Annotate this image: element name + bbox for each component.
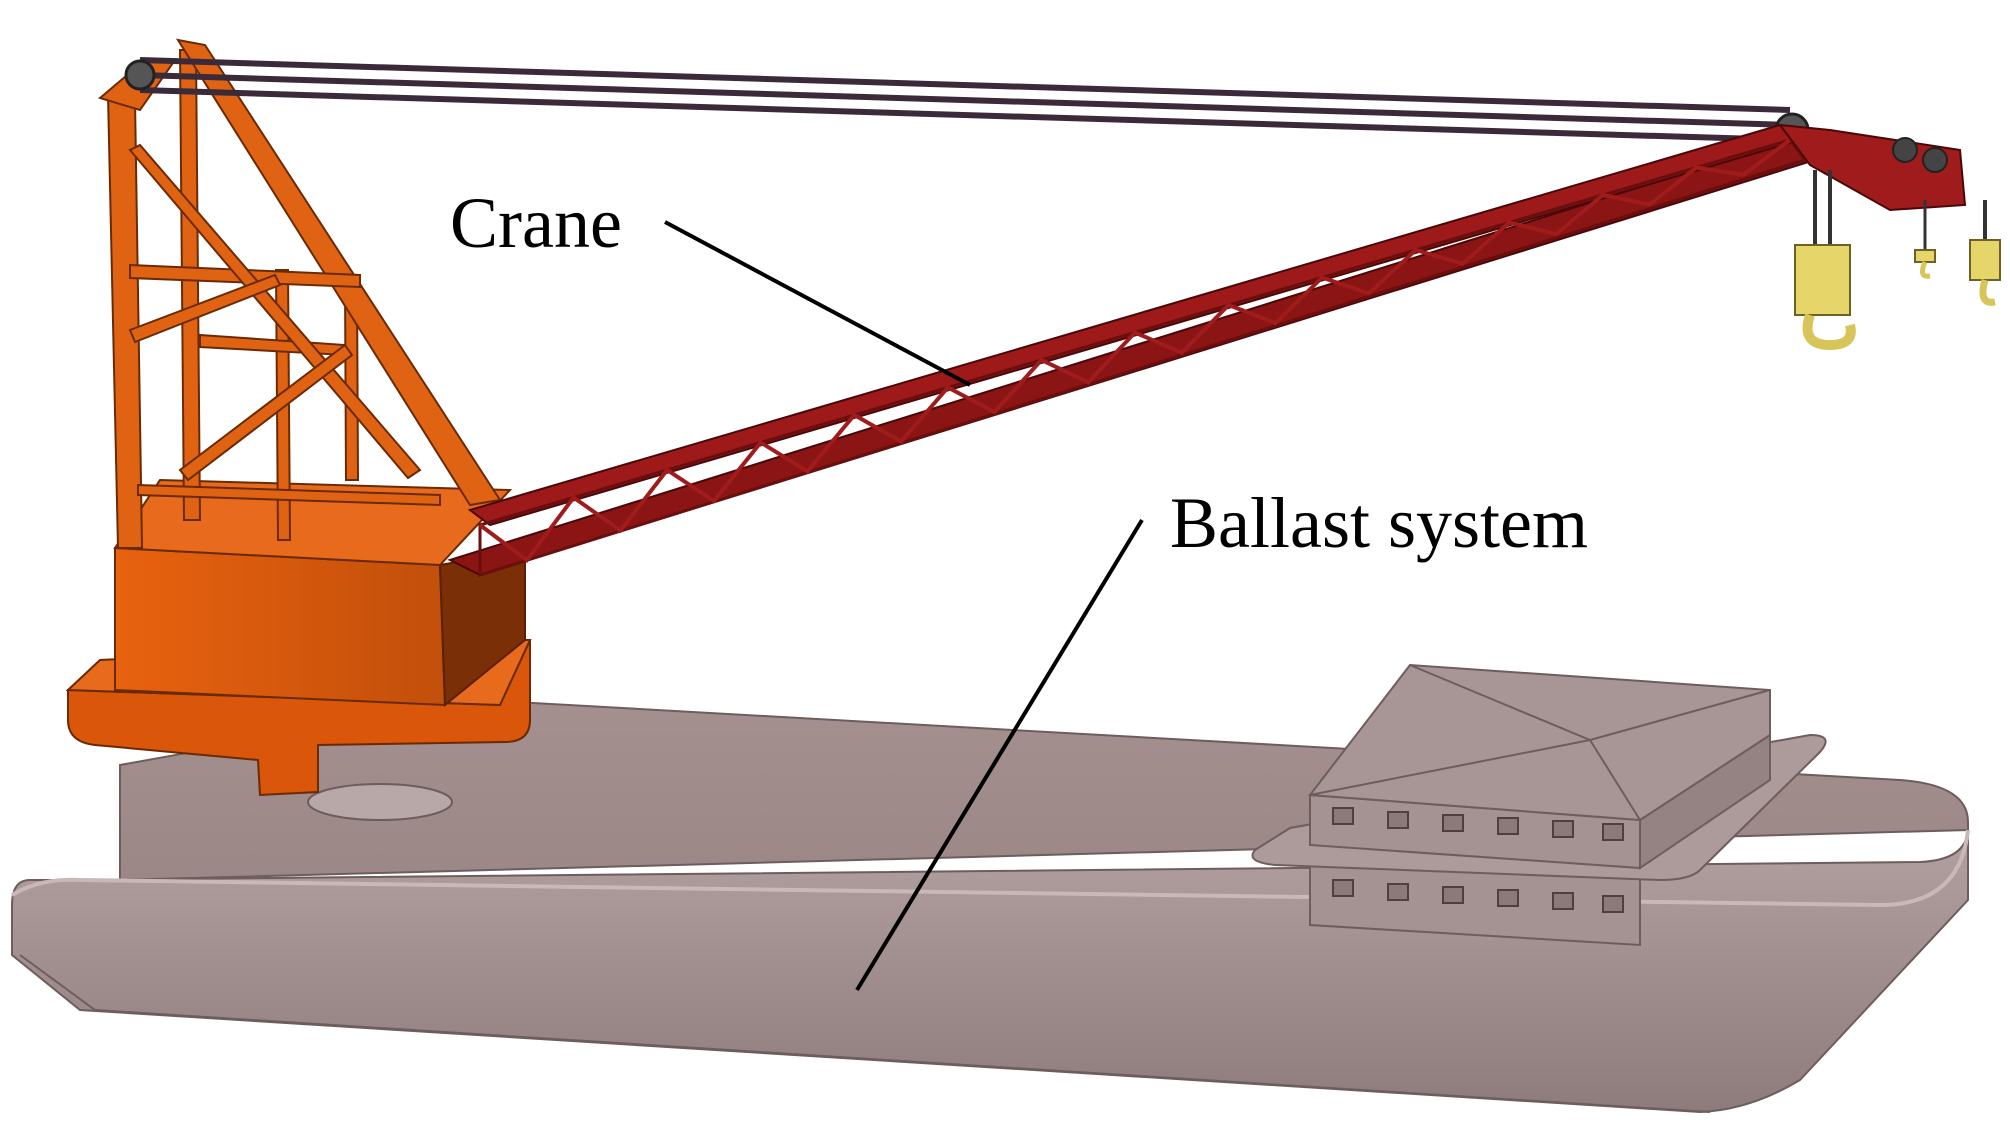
crane-a-frame: [97, 38, 502, 549]
boom-pendant-cables: [124, 57, 1810, 148]
crane-hooks: [1794, 170, 2001, 351]
deckhouse: [1251, 663, 1827, 947]
crane-label: Crane: [450, 183, 622, 263]
crane-boom: [447, 123, 1967, 578]
crane-base: [65, 478, 532, 797]
ballast-label: Ballast system: [1170, 483, 1588, 563]
ballast-callout: Ballast system: [855, 483, 1588, 992]
crane-callout: Crane: [450, 183, 971, 387]
